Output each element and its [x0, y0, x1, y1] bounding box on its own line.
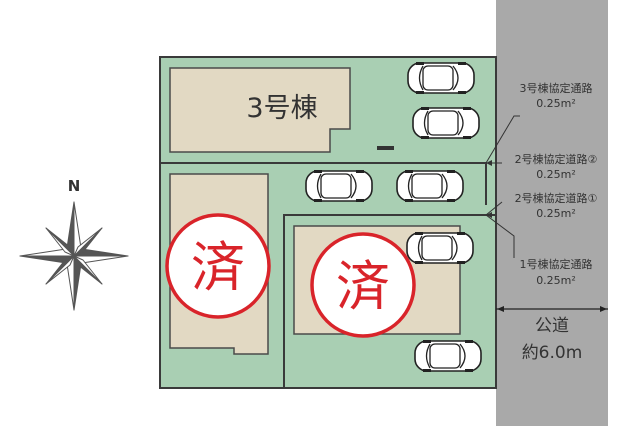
parking-car	[414, 339, 482, 373]
sold-stamp: 済	[165, 213, 271, 319]
building-3-entrance	[377, 146, 394, 150]
compass-north-label: N	[68, 177, 81, 195]
road-label-3: 3号棟協定通路	[520, 81, 593, 95]
building-3	[169, 67, 351, 153]
road-area-2b: 0.25m²	[536, 168, 576, 181]
road-area-3: 0.25m²	[536, 97, 576, 110]
building-3-label: 3号棟	[246, 93, 317, 124]
road-label-1: 1号棟協定通路	[520, 257, 593, 271]
parking-car	[396, 169, 464, 203]
public-road-label: 公道	[535, 316, 569, 336]
road-area-2a: 0.25m²	[536, 207, 576, 220]
road-area-1: 0.25m²	[536, 274, 576, 287]
parking-car	[407, 61, 475, 95]
sold-stamp-text: 済	[336, 255, 390, 318]
parking-car	[305, 169, 373, 203]
compass-icon	[19, 201, 129, 311]
parking-car	[412, 106, 480, 140]
sold-stamp: 済	[310, 232, 416, 338]
parking-car	[406, 231, 474, 265]
sold-stamp-text: 済	[191, 236, 245, 299]
road-width-dimension	[496, 306, 608, 312]
public-road-width: 約6.0m	[522, 343, 583, 363]
public-road	[496, 0, 608, 426]
road-label-2b: 2号棟協定道路②	[515, 152, 598, 166]
road-leader-arrows	[486, 160, 492, 218]
road-label-2a: 2号棟協定道路①	[515, 191, 598, 205]
private-road-labels: 3号棟協定通路 0.25m² 2号棟協定道路② 0.25m² 2号棟協定道路① …	[515, 81, 598, 287]
